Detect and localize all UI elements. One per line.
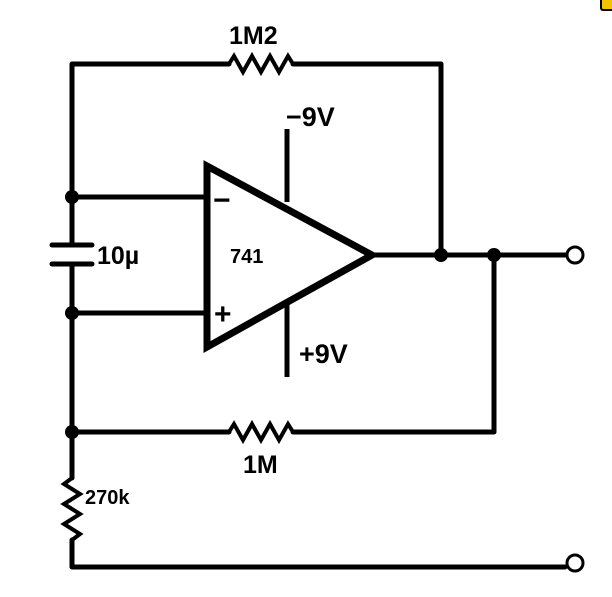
positive-supply-label: +9V bbox=[299, 339, 348, 369]
output-terminal bbox=[565, 245, 585, 265]
noninverting-input-sign: + bbox=[214, 298, 232, 331]
capacitor-label: 10µ bbox=[97, 242, 139, 270]
junction-dot-output-bias bbox=[487, 248, 501, 262]
feedback-resistor-1m2 bbox=[227, 51, 295, 77]
inverting-input-sign: − bbox=[213, 184, 231, 217]
corner-marker bbox=[600, 0, 612, 11]
bias-resistor-1m bbox=[227, 419, 295, 445]
bias-resistor-label: 1M bbox=[243, 451, 278, 479]
top-feedback-wire-left bbox=[69, 61, 232, 200]
ground-resistor-270k bbox=[60, 476, 84, 542]
ground-return-wire bbox=[69, 537, 568, 570]
bottom-feedback-wire-right bbox=[290, 252, 497, 435]
ground-resistor-label: 270k bbox=[85, 487, 130, 509]
junction-dot-bottom-left bbox=[65, 425, 79, 439]
junction-dot-output-feedback bbox=[434, 248, 448, 262]
ground-terminal bbox=[565, 553, 585, 573]
top-feedback-wire-right bbox=[290, 61, 444, 258]
junction-dot-noninverting bbox=[65, 306, 79, 320]
feedback-resistor-label: 1M2 bbox=[229, 22, 278, 50]
opamp-label: 741 bbox=[230, 246, 263, 268]
negative-supply-label: −9V bbox=[286, 102, 335, 132]
opamp-741-symbol bbox=[203, 160, 380, 353]
junction-dot-inverting bbox=[65, 190, 79, 204]
